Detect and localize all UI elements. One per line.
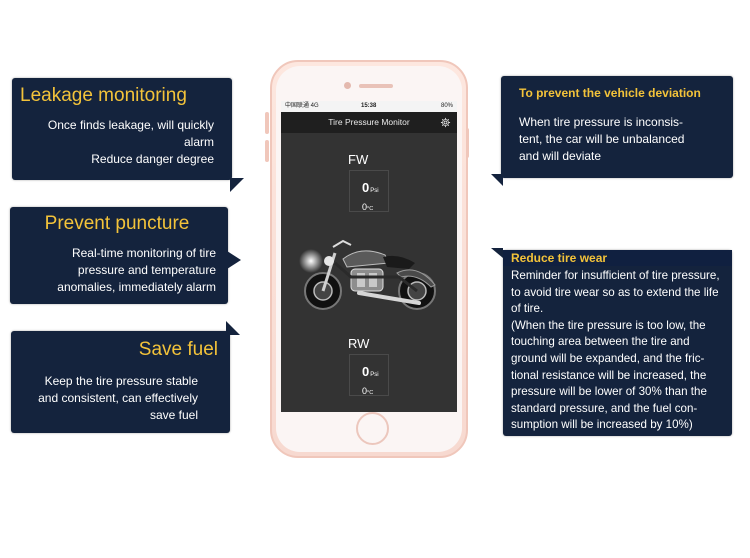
- callout-title: Save fuel: [138, 339, 218, 360]
- earpiece-speaker: [359, 84, 393, 88]
- rear-pressure-row: 0Psi: [362, 363, 390, 381]
- front-pressure-unit: Psi: [370, 188, 379, 194]
- callout-text-line: Reminder for insufficient of tire pressu…: [511, 269, 720, 282]
- callout-text-line: anomalies, immediately alarm: [57, 280, 216, 294]
- callout-text-line: alarm: [183, 135, 214, 149]
- callout-text-line: Real-time monitoring of tire: [71, 246, 216, 260]
- front-pressure-value: 0: [362, 180, 370, 195]
- phone-volume-button: [265, 112, 269, 134]
- callout-text-line: touching area between the tire and: [511, 335, 690, 349]
- callout-title: Reduce tire wear: [503, 250, 732, 266]
- rear-wheel-label: RW: [348, 336, 370, 351]
- battery-level: 80%: [440, 103, 453, 109]
- callout-title: To prevent the vehicle deviation: [519, 86, 701, 100]
- callout-pointer: [491, 174, 503, 186]
- callout-prevent-puncture: Prevent puncture Real-time monitoring of…: [10, 207, 241, 304]
- callout-text-line: of tire.: [511, 302, 544, 316]
- rear-temp-value: 0: [362, 386, 368, 396]
- rear-temp-row: 0°C: [362, 381, 390, 399]
- app-title: Tire Pressure Monitor: [328, 117, 410, 127]
- callout-save-fuel: Save fuel Keep the tire pressure stable …: [11, 321, 240, 433]
- callout-text-line: to avoid tire wear so as to extend the l…: [511, 285, 719, 299]
- callout-text-line: sumption will be increased by 10%): [511, 418, 693, 432]
- phone-screen: 中国联通 4G 15:38 80% Tire Pressure Monitor …: [281, 101, 457, 412]
- front-temp-unit: °C: [367, 206, 374, 212]
- front-temp-value: 0: [362, 202, 368, 212]
- callout-pointer: [230, 178, 244, 192]
- callout-pointer: [226, 321, 240, 335]
- callout-leakage-monitoring: Leakage monitoring Once finds leakage, w…: [12, 78, 244, 192]
- phone-volume-button: [265, 140, 269, 162]
- status-time: 15:38: [361, 103, 377, 109]
- rear-temp-unit: °C: [367, 390, 374, 396]
- motorcycle-image: [299, 239, 436, 310]
- callout-text-line: ground will be expanded, and the fric-: [511, 351, 705, 365]
- front-pressure-row: 0Psi: [362, 179, 390, 197]
- rear-pressure-unit: Psi: [370, 372, 379, 378]
- callout-text-line: Keep the tire pressure stable: [44, 374, 198, 388]
- front-wheel-label: FW: [348, 152, 369, 167]
- callout-vehicle-deviation: To prevent the vehicle deviation When ti…: [491, 76, 733, 186]
- callout-text-line: save fuel: [149, 408, 198, 422]
- home-button[interactable]: [356, 412, 389, 445]
- status-bar: 中国联通 4G 15:38 80%: [281, 101, 457, 112]
- callout-text-line: When tire pressure is inconsis-: [519, 115, 684, 129]
- callout-reduce-tire-wear: Reduce tire wear Reminder for insufficie…: [491, 248, 732, 436]
- callout-text-line: standard pressure, and the fuel con-: [511, 401, 698, 415]
- callout-text-line: tent, the car will be unbalanced: [519, 132, 685, 146]
- rear-pressure-value: 0: [362, 364, 370, 379]
- callout-text-line: and consistent, can effectively: [38, 391, 198, 405]
- callout-text-line: pressure will be lower of 30% than the: [511, 385, 707, 399]
- app-header: Tire Pressure Monitor: [281, 112, 457, 133]
- callout-title: Leakage monitoring: [20, 85, 187, 106]
- front-temp-row: 0°C: [362, 197, 390, 215]
- callout-text-line: tional resistance will be increased, the: [511, 368, 707, 382]
- gear-icon[interactable]: [440, 117, 451, 128]
- callout-text-line: and will deviate: [519, 149, 602, 163]
- callout-text-line: (When the tire pressure is too low, the: [511, 318, 706, 332]
- callout-title: Prevent puncture: [44, 213, 190, 234]
- front-camera: [344, 82, 351, 89]
- rear-wheel-readout[interactable]: 0Psi 0°C: [349, 354, 389, 396]
- callout-text-line: Once finds leakage, will quickly: [47, 118, 214, 132]
- carrier-label: 中国联通 4G: [285, 103, 319, 109]
- callout-pointer: [227, 251, 241, 269]
- front-wheel-readout[interactable]: 0Psi 0°C: [349, 170, 389, 212]
- callout-pointer: [491, 248, 503, 258]
- callout-text-line: pressure and temperature: [77, 263, 216, 277]
- callout-text-line: Reduce danger degree: [91, 152, 214, 166]
